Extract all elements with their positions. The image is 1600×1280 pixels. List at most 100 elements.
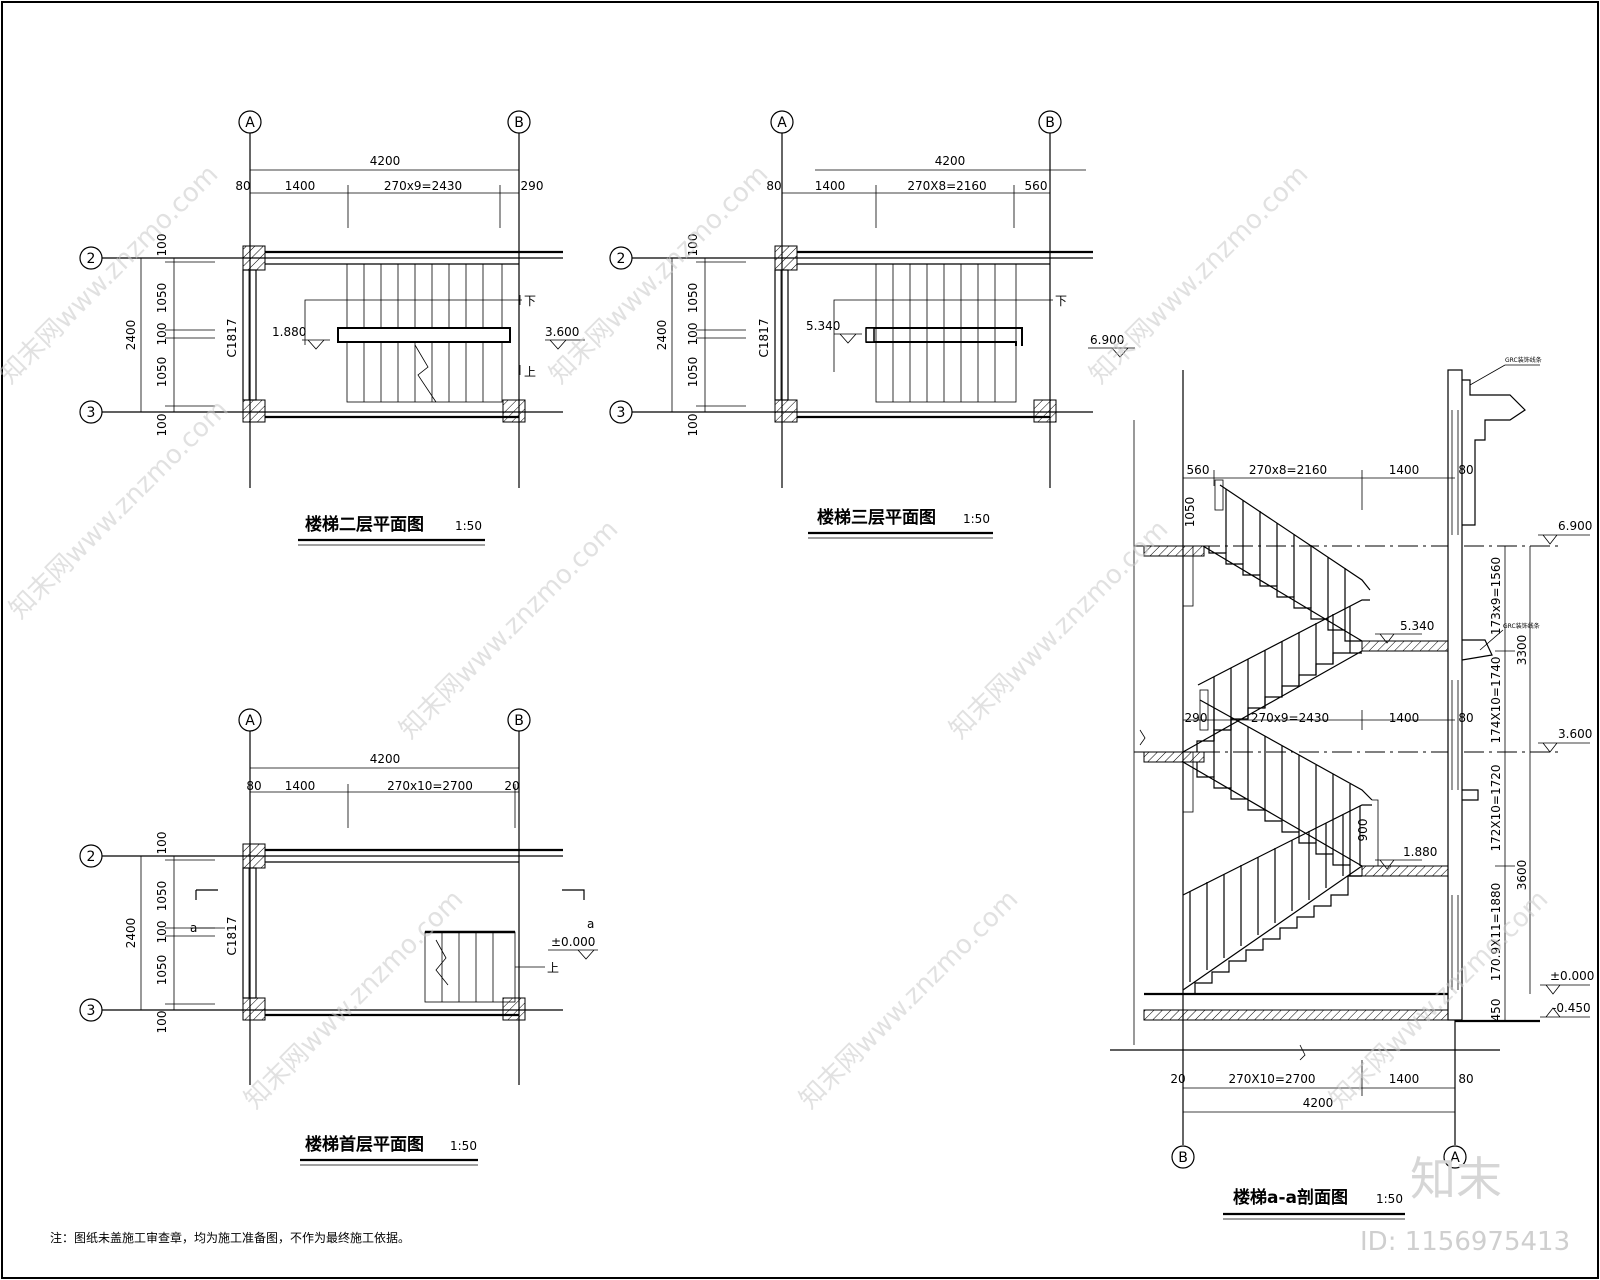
- grid-label-2: 2: [617, 251, 626, 267]
- plan-scale: 1:50: [963, 512, 990, 526]
- plan-ground-floor: A B 2 3 4200 80 1400 270x10=2700 20 2400…: [79, 708, 598, 1166]
- svg-text:知末网www.znzmo.com: 知末网www.znzmo.com: [544, 159, 775, 390]
- dim-landing: 1400: [285, 179, 316, 193]
- grid-label-3: 3: [617, 405, 626, 421]
- dim-v-1050b: 1050: [155, 357, 169, 388]
- grid-label-3: 3: [87, 1003, 96, 1019]
- dim-total: 4200: [935, 154, 966, 168]
- v-flight3: 173x9=1560: [1489, 557, 1503, 635]
- grid-bubble-a: [1443, 1145, 1467, 1169]
- window-c1817: [242, 867, 257, 999]
- grid-label-a: A: [245, 713, 255, 729]
- grid-label-2: 2: [87, 849, 96, 865]
- section-scale: 1:50: [1376, 1192, 1403, 1206]
- level-right: ±0.000: [551, 935, 595, 949]
- section-mark-right: a: [587, 917, 594, 931]
- plan-scale: 1:50: [455, 519, 482, 533]
- bot-dim-treads: 270X10=2700: [1229, 1072, 1316, 1086]
- rail-height-top: 1050: [1183, 497, 1197, 528]
- dim-v-total: 2400: [655, 320, 669, 351]
- plan-scale: 1:50: [450, 1139, 477, 1153]
- dim-v-mid: 100: [155, 323, 169, 346]
- bot-dim-landing: 1400: [1389, 1072, 1420, 1086]
- grid-label-a: A: [245, 115, 255, 131]
- svg-text:知末网www.znzmo.com: 知末网www.znzmo.com: [944, 514, 1175, 745]
- down-mark: 下: [524, 294, 536, 308]
- plan-title: 楼梯二层平面图: [305, 514, 424, 535]
- v-flight1b: 172X10=1720: [1489, 765, 1503, 852]
- level-left: 5.340: [806, 319, 840, 333]
- stair-flights: [1182, 479, 1373, 995]
- window-c1817: [774, 269, 789, 401]
- dim-v-mid: 100: [155, 921, 169, 944]
- top-dim-treads: 270x8=2160: [1249, 463, 1327, 477]
- up-mark: 上: [524, 365, 536, 379]
- level-right: 6.900: [1090, 333, 1124, 347]
- v-flight1a: 170.9X11=1880: [1489, 883, 1503, 981]
- v-plinth: 450: [1489, 999, 1503, 1022]
- top-dim-landing: 1400: [1389, 463, 1420, 477]
- stair-treads: [865, 263, 1023, 403]
- footnote: 注：图纸未盖施工审查章，均为施工准备图，不作为最终施工依据。: [50, 1230, 410, 1245]
- dim-v-bottom: 100: [686, 414, 700, 437]
- window-c1817: [242, 269, 257, 401]
- level-3600: 3.600: [1558, 727, 1592, 741]
- level-neg: -0.450: [1552, 1001, 1591, 1015]
- level-left: 1.880: [272, 325, 306, 339]
- dim-treads: 270X8=2160: [907, 179, 986, 193]
- dim-treads: 270x9=2430: [384, 179, 462, 193]
- level-5340: 5.340: [1400, 619, 1434, 633]
- dim-v-total: 2400: [124, 320, 138, 351]
- grid-label-3: 3: [87, 405, 96, 421]
- v-storey1: 3600: [1515, 860, 1529, 891]
- plan-second-floor: A B 2 3 4200 80 1400 270x9=2430 290 2400…: [79, 110, 585, 546]
- dim-v-1050a: 1050: [155, 283, 169, 314]
- v-storey2: 3300: [1515, 635, 1529, 666]
- detail-callout: GRC装饰线条: [1505, 356, 1542, 364]
- up-mark: 上: [547, 961, 559, 975]
- watermark-logo: 知末: [1410, 1152, 1502, 1206]
- grid-label-b: B: [514, 115, 524, 131]
- dim-v-bottom: 100: [155, 414, 169, 437]
- dim-v-1050b: 1050: [686, 357, 700, 388]
- plan-title: 楼梯首层平面图: [305, 1134, 424, 1155]
- grid-label-a: A: [777, 115, 787, 131]
- dim-total: 4200: [370, 752, 401, 766]
- dim-v-top: 100: [155, 234, 169, 257]
- svg-text:知末网www.znzmo.com: 知末网www.znzmo.com: [394, 514, 625, 745]
- dim-v-1050b: 1050: [155, 955, 169, 986]
- dim-landing: 1400: [815, 179, 846, 193]
- down-mark: 下: [1055, 294, 1067, 308]
- v-flight2: 174X10=1740: [1489, 657, 1503, 744]
- dim-v-1050a: 1050: [155, 881, 169, 912]
- svg-text:知末网www.znzmo.com: 知末网www.znzmo.com: [0, 159, 224, 390]
- bot-dim-total: 4200: [1303, 1096, 1334, 1110]
- window-label: C1817: [225, 319, 239, 358]
- section-a-a: B A GRC装饰线条 GRC装饰线条: [1110, 356, 1594, 1220]
- dim-left: 80: [246, 779, 261, 793]
- svg-text:知末网www.znzmo.com: 知末网www.znzmo.com: [4, 394, 235, 625]
- dim-v-top: 100: [155, 832, 169, 855]
- top-dim-right: 80: [1458, 463, 1473, 477]
- dim-right: 290: [521, 179, 544, 193]
- svg-text:知末网www.znzmo.com: 知末网www.znzmo.com: [239, 884, 470, 1115]
- grid-label-a: A: [1450, 1150, 1460, 1166]
- svg-text:知末网www.znzmo.com: 知末网www.znzmo.com: [1084, 159, 1315, 390]
- dim-v-bottom: 100: [155, 1011, 169, 1034]
- grid-label-b: B: [514, 713, 524, 729]
- dim-right: 560: [1025, 179, 1048, 193]
- level-1880: 1.880: [1403, 845, 1437, 859]
- stair-treads: [337, 263, 521, 403]
- mid-dim-right: 80: [1458, 711, 1473, 725]
- grid-label-b: B: [1178, 1150, 1188, 1166]
- bot-dim-left: 20: [1170, 1072, 1185, 1086]
- watermark-layer: 知末网www.znzmo.com 知末网www.znzmo.com 知末网www…: [0, 159, 1554, 1115]
- dim-left: 80: [235, 179, 250, 193]
- level-6900: 6.900: [1558, 519, 1592, 533]
- detail-callout-2: GRC装饰线条: [1503, 622, 1540, 630]
- mid-dim-treads: 270x9=2430: [1251, 711, 1329, 725]
- dim-v-top: 100: [686, 234, 700, 257]
- dim-v-total: 2400: [124, 918, 138, 949]
